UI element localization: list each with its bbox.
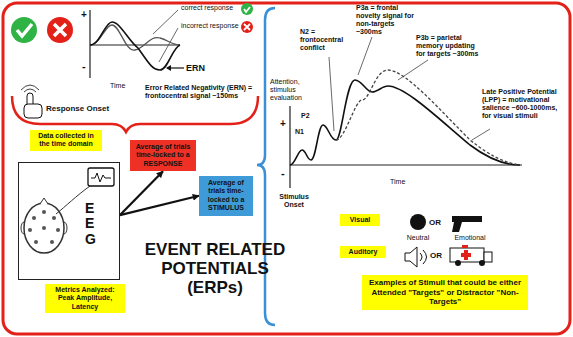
box-text: EEG <box>85 201 99 247</box>
feedback-icons <box>241 3 253 15</box>
box-text: Data collected in the time domain <box>33 132 99 149</box>
graph-label: P2 <box>301 112 315 120</box>
graph-label: incorrect response <box>181 22 243 30</box>
eeg-head-icon <box>32 216 36 220</box>
arrow-connector <box>120 171 163 215</box>
graph-label: Attention, stimulus evaluation <box>270 78 308 102</box>
response-erp-graph <box>153 10 178 62</box>
graph-label: OR <box>429 218 445 227</box>
stimulus-box: Average of trials time-locked to a STIMU… <box>199 176 253 216</box>
response-erp-graph <box>90 10 180 78</box>
graph-label: - <box>82 60 90 73</box>
eeg-head-icon <box>56 186 90 214</box>
stimulus-icons <box>405 247 417 267</box>
graph-label: Emotional <box>450 234 490 242</box>
graph-label: P3b = parietal memory updating for targe… <box>416 34 480 58</box>
outer-frame <box>3 3 570 334</box>
modality-tag: Auditory <box>340 246 386 258</box>
modality-tag: Visual <box>340 214 380 226</box>
box-text: Average of trials time-locked to a STIMU… <box>202 179 250 213</box>
graph-label: Stimulus Onset <box>272 193 316 209</box>
eeg-head-icon <box>88 168 114 186</box>
diagram-title: EVENT RELATED POTENTIALS (ERPs) <box>140 240 290 297</box>
feedback-icons <box>11 17 37 43</box>
response-erp-graph <box>90 10 184 78</box>
feedback-icons <box>47 17 73 43</box>
stimulus-icons <box>462 245 468 248</box>
eeg-head-icon <box>42 226 46 230</box>
note-tag: Data collected in the time domain <box>30 130 102 151</box>
eeg-box: EEG <box>18 162 120 280</box>
eeg-head-icon <box>50 240 54 244</box>
graph-label: P3a = frontal novelty signal for non-tar… <box>356 4 416 36</box>
eeg-head-icon <box>34 240 38 244</box>
feedback-icons <box>17 24 32 36</box>
box-text: Visual <box>343 216 377 224</box>
box-text: Auditory <box>343 248 383 256</box>
eeg-head-icon <box>91 173 111 182</box>
examples-box: Examples of Stimuli that could be either… <box>362 275 528 310</box>
hand-icon <box>21 85 42 118</box>
graph-label: Time <box>110 82 136 90</box>
graph-label: + <box>81 9 89 21</box>
feedback-icons <box>244 7 250 12</box>
graph-label: OR <box>430 251 446 260</box>
stimulus-icons <box>452 216 482 232</box>
box-text: Examples of Stimuli that could be either… <box>367 278 523 307</box>
stimulus-icons <box>420 250 427 264</box>
hand-icon <box>21 85 39 92</box>
eeg-head-icon <box>40 198 48 204</box>
feedback-icons <box>244 24 250 30</box>
graph-label: Late Positive Potential (LPP) = motivati… <box>482 88 562 120</box>
eeg-head-icon <box>24 203 64 253</box>
arrow-connector <box>120 196 199 215</box>
eeg-head-icon <box>21 168 114 253</box>
graph-label: + <box>280 118 288 130</box>
response-erp-graph <box>90 22 180 70</box>
graph-label: Response Onset <box>46 104 122 113</box>
box-text: Metrics Analyzed: Peak Amplitude, Latenc… <box>48 286 122 311</box>
graph-label: - <box>281 167 289 180</box>
graph-label: Time <box>390 178 416 186</box>
note-tag: Metrics Analyzed: Peak Amplitude, Latenc… <box>45 284 125 313</box>
box-text: Average of trials time-locked to a RESPO… <box>133 143 193 168</box>
outer-frame <box>3 3 570 334</box>
graph-label: Neutral <box>400 234 436 242</box>
stimulus-icons <box>479 260 485 266</box>
response-bracket <box>12 96 258 132</box>
eeg-head-icon <box>42 210 46 214</box>
stimulus-icons <box>461 250 471 260</box>
graph-label: correct response <box>181 4 243 12</box>
response-bracket <box>12 96 258 132</box>
feedback-icons <box>11 3 253 43</box>
hand-icon <box>24 104 42 118</box>
graph-label: ERN <box>186 63 210 73</box>
eeg-head-icon <box>28 228 32 232</box>
graph-label: Error Related Negativity (ERN) = frontoc… <box>145 84 253 100</box>
stimulus-icons <box>450 248 484 262</box>
stimulus-icons <box>410 214 426 230</box>
graph-label: N1 <box>295 128 309 136</box>
feedback-icons <box>54 24 66 36</box>
response-box: Average of trials time-locked to a RESPO… <box>130 140 196 171</box>
eeg-head-icon <box>52 216 56 220</box>
stimulus-icons <box>484 252 492 262</box>
eeg-head-icon <box>56 228 60 232</box>
graph-label: N2 = frontocentral conflict <box>300 28 354 52</box>
feedback-icons <box>241 21 253 33</box>
stimulus-icons <box>455 260 461 266</box>
response-erp-graph <box>166 65 171 71</box>
